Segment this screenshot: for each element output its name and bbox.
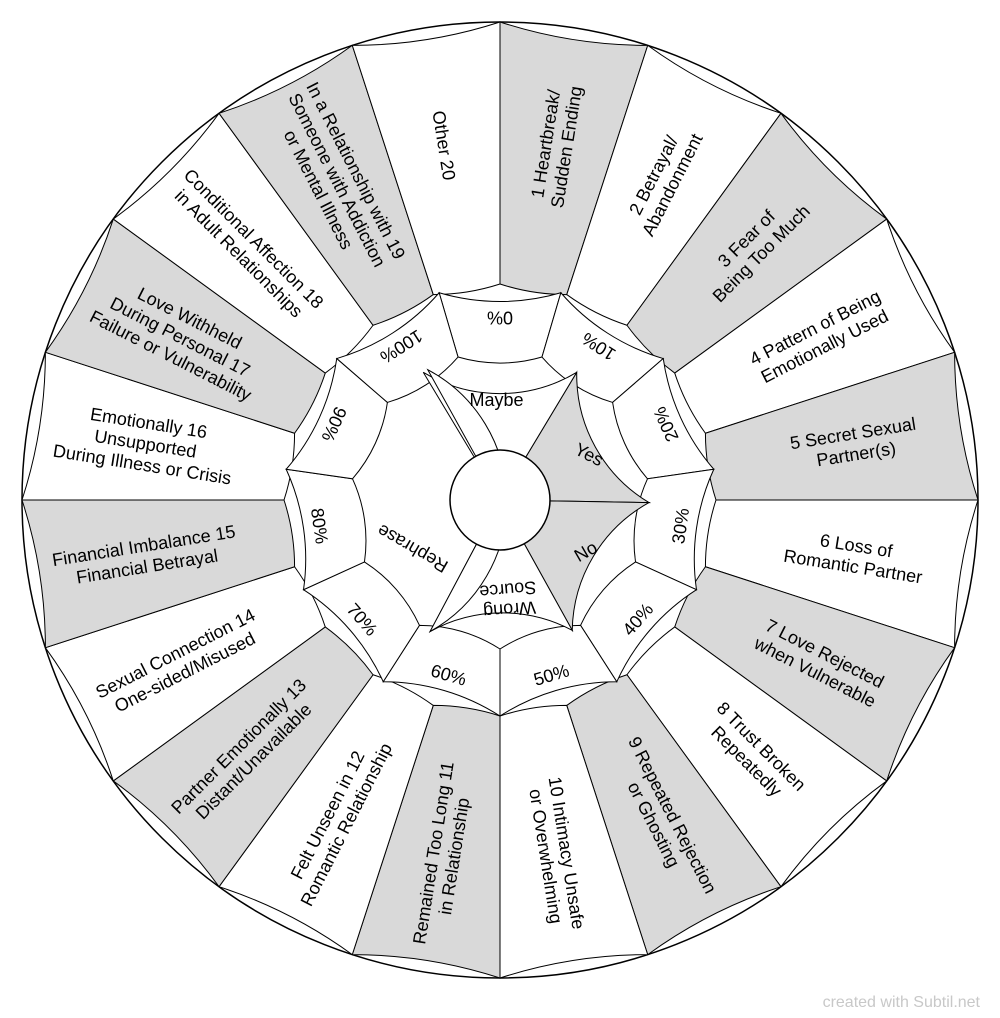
outer-segment-20 xyxy=(351,21,501,296)
center-hub xyxy=(449,449,551,551)
answer-label-maybe-line: Maybe xyxy=(469,390,523,410)
percent-label-0-line: 0% xyxy=(487,308,513,328)
answer-label-wrong-source-line: Wrong xyxy=(482,597,536,622)
answer-label-wrong-source-line: Source xyxy=(479,577,538,602)
answer-label-rephrase: Rephrase xyxy=(374,520,452,576)
percent-label-0: 0% xyxy=(487,308,513,328)
answer-label-wrong-source: WrongSource xyxy=(479,577,539,622)
credit-text: created with Subtil.net xyxy=(822,994,980,1011)
answer-label-maybe: Maybe xyxy=(469,390,523,410)
percent-ring: 0%10%20%30%40%50%60%70%80%90%100% xyxy=(285,291,715,717)
answer-label-rephrase-line: Rephrase xyxy=(374,520,452,576)
